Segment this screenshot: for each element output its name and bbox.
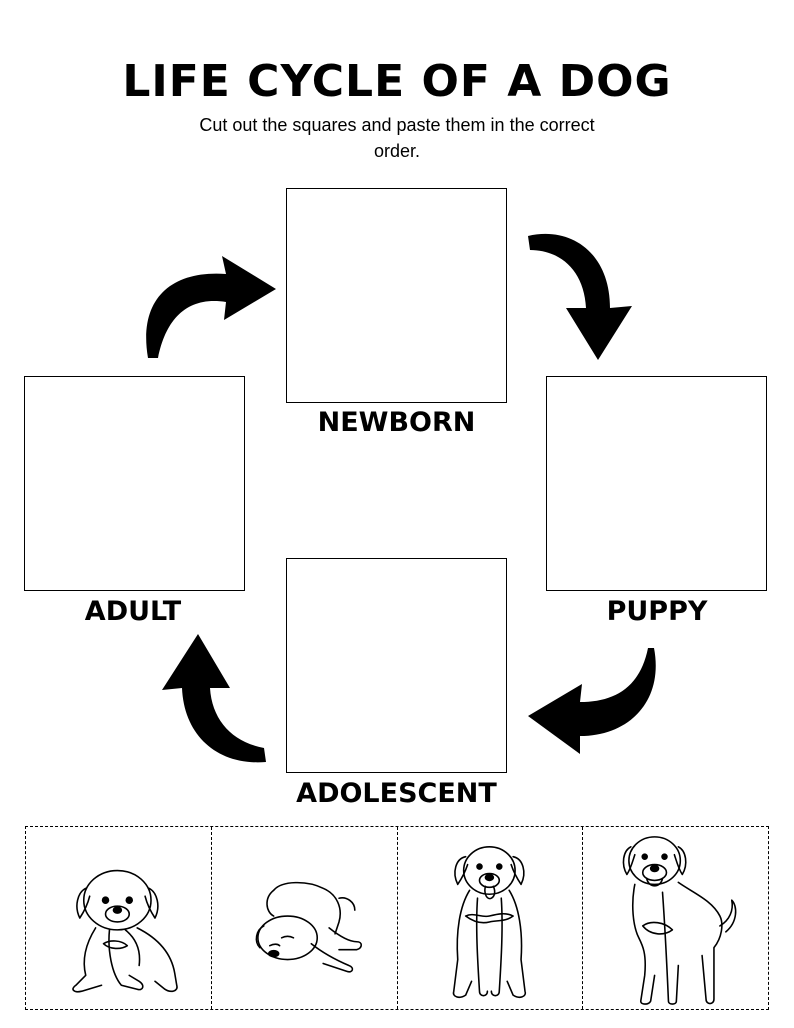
arrow-puppy-to-adolescent-icon bbox=[528, 648, 656, 754]
arrow-adolescent-to-adult-icon bbox=[162, 634, 266, 763]
cutout-strip bbox=[25, 826, 769, 1010]
stage-label-adolescent: ADOLESCENT bbox=[296, 778, 497, 809]
cutout-card-adult[interactable] bbox=[583, 827, 768, 1009]
adult-standing-icon bbox=[622, 836, 737, 1005]
adolescent-sitting-icon bbox=[452, 845, 526, 998]
arrow-adult-to-newborn-icon bbox=[146, 256, 276, 358]
worksheet-title: LIFE CYCLE OF A DOG bbox=[122, 56, 672, 107]
puppy-sitting-icon bbox=[72, 869, 178, 993]
cutout-card-adolescent[interactable] bbox=[398, 827, 584, 1009]
stage-label-newborn: NEWBORN bbox=[317, 407, 476, 438]
cutout-card-newborn[interactable] bbox=[212, 827, 398, 1009]
paste-box-adolescent[interactable] bbox=[286, 558, 507, 773]
arrow-newborn-to-puppy-icon bbox=[528, 233, 632, 360]
stage-label-puppy: PUPPY bbox=[606, 596, 708, 627]
newborn-sleeping-icon bbox=[255, 881, 362, 973]
instructions-text: Cut out the squares and paste them in th… bbox=[199, 115, 595, 161]
cutout-card-puppy[interactable] bbox=[26, 827, 212, 1009]
paste-box-adult[interactable] bbox=[24, 376, 245, 591]
paste-box-puppy[interactable] bbox=[546, 376, 767, 591]
stage-label-adult: ADULT bbox=[84, 596, 182, 627]
paste-box-newborn[interactable] bbox=[286, 188, 507, 403]
